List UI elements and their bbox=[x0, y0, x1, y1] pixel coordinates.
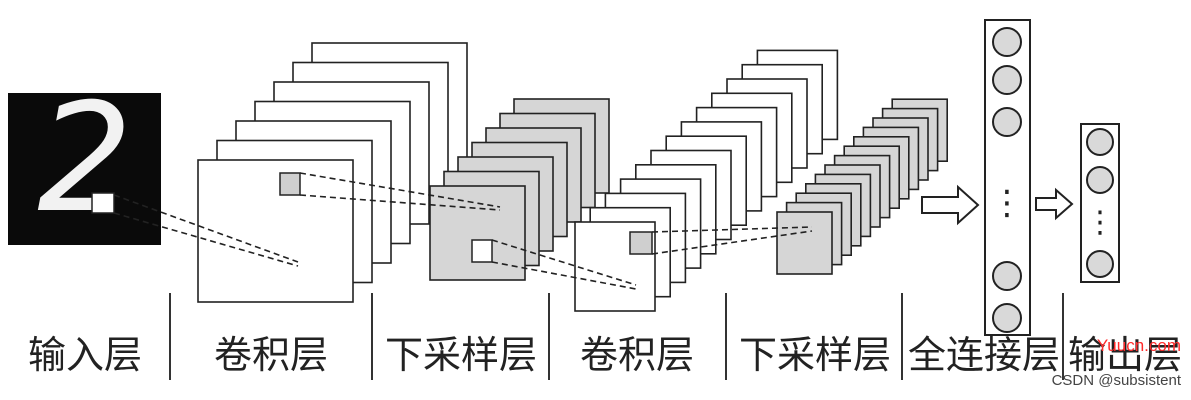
pool2-feature-map-stack bbox=[776, 98, 949, 275]
conv2-feature-map-stack bbox=[574, 49, 839, 312]
label-pool-layer-1: 下采样层 bbox=[384, 333, 537, 377]
output-layer: ⋮ bbox=[1080, 123, 1120, 283]
conv1-feature-map-stack bbox=[197, 42, 468, 303]
layer-dividers bbox=[169, 293, 1064, 380]
feature-map bbox=[776, 211, 833, 275]
input-receptive-field bbox=[91, 192, 115, 214]
conv2-receptive-field bbox=[629, 231, 653, 255]
feature-map bbox=[197, 159, 354, 303]
input-image: 2 bbox=[8, 72, 161, 246]
conv1-receptive-field bbox=[279, 172, 301, 196]
flow-arrows bbox=[921, 184, 1074, 226]
projection-lines bbox=[113, 172, 813, 290]
pool1-feature-map-stack bbox=[429, 98, 610, 281]
output-ellipsis: ⋮ bbox=[1085, 205, 1115, 240]
label-output-layer: 输出层 bbox=[1067, 333, 1182, 377]
site-watermark: Yuucn.com bbox=[1096, 336, 1181, 355]
label-input-layer: 输入层 bbox=[27, 333, 142, 377]
feature-map bbox=[429, 185, 526, 281]
pool1-receptive-field bbox=[471, 239, 493, 263]
label-conv-layer-1: 卷积层 bbox=[213, 333, 328, 377]
fc-ellipsis: ⋮ bbox=[990, 183, 1024, 223]
input-digit: 2 bbox=[37, 72, 132, 246]
label-pool-layer-2: 下采样层 bbox=[738, 333, 891, 377]
receptive-field-markers bbox=[279, 172, 653, 263]
arrow-right-icon bbox=[1035, 187, 1074, 221]
source-watermark: CSDN @subsistent bbox=[1051, 372, 1181, 389]
arrow-right-icon bbox=[921, 184, 980, 226]
label-fc-layer: 全连接层 bbox=[907, 333, 1060, 377]
label-conv-layer-2: 卷积层 bbox=[579, 333, 694, 377]
fully-connected-layer: ⋮ bbox=[984, 19, 1031, 336]
